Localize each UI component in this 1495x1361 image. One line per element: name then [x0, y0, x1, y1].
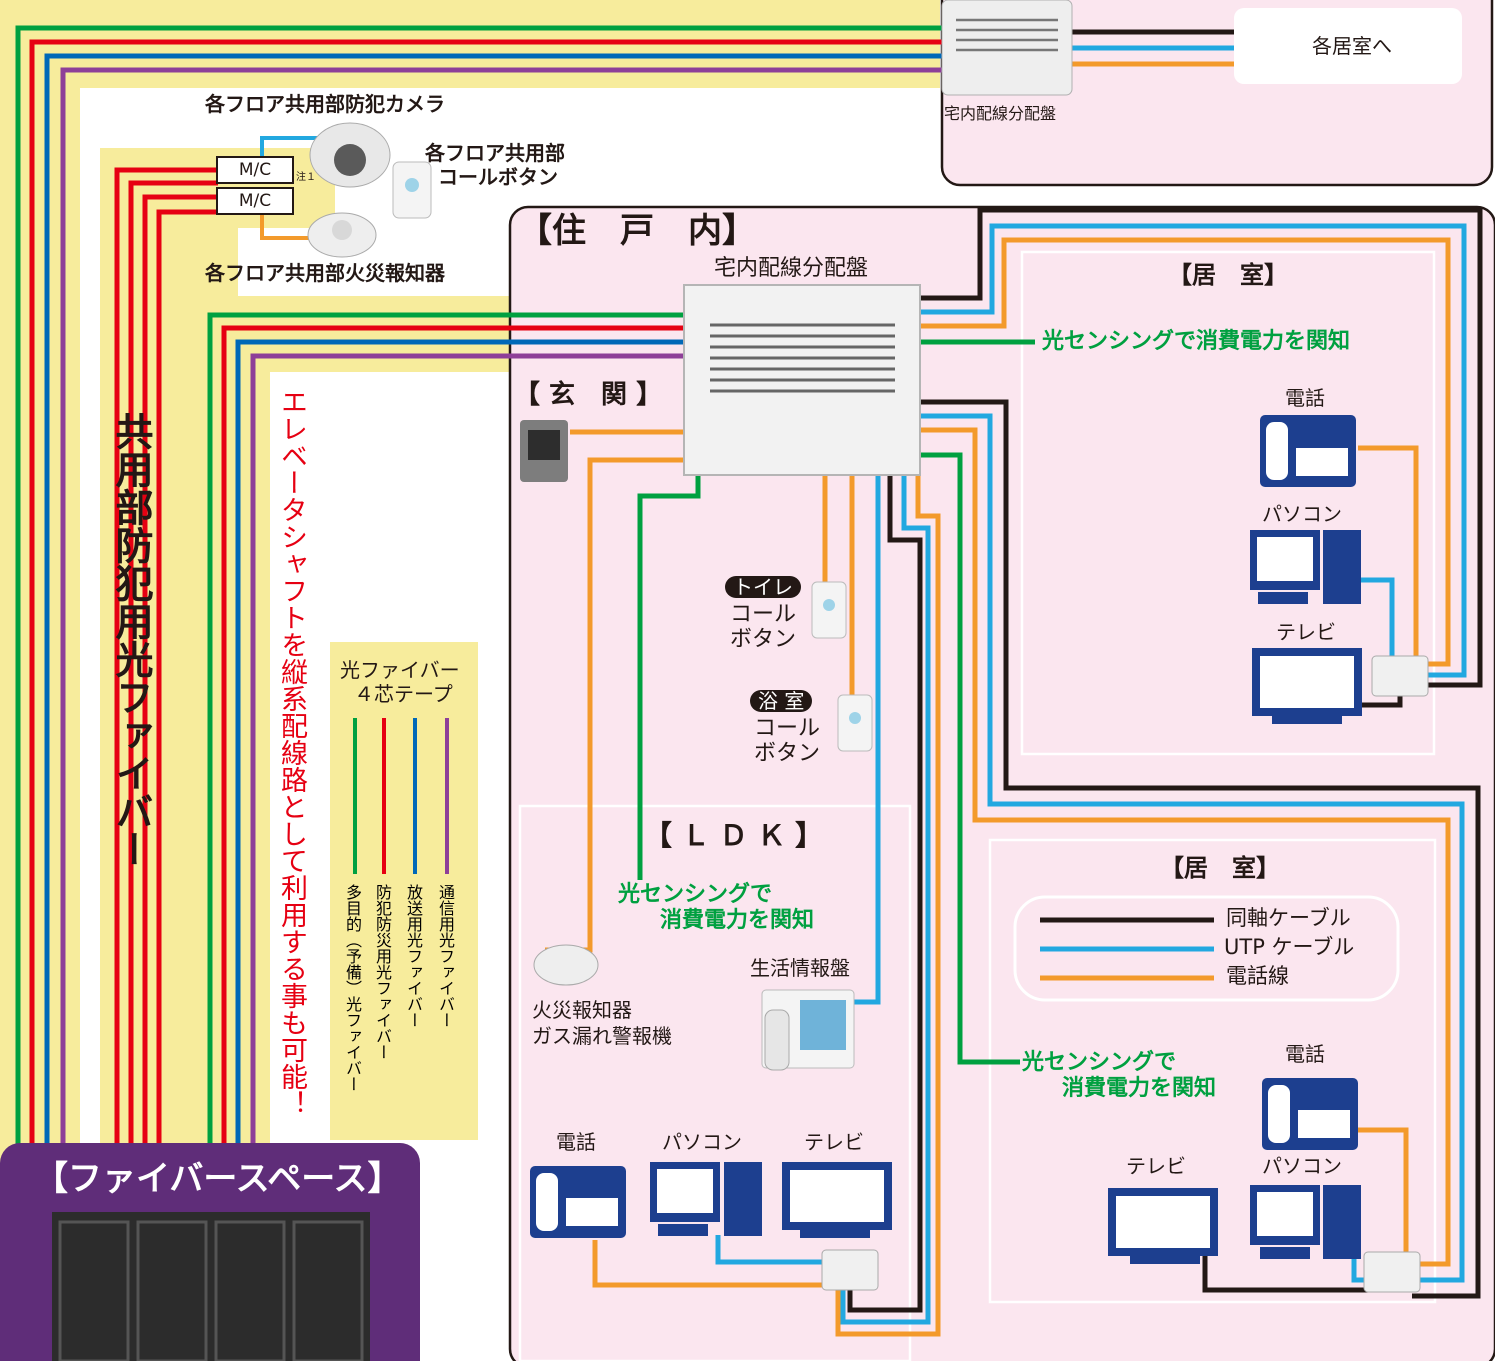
common-call-button-icon [393, 162, 431, 218]
media-converter-1: M/C [216, 156, 294, 184]
legend-phone: 電話線 [1226, 966, 1289, 987]
room1-outlet-icon [1372, 656, 1428, 696]
toilet-label-1: コール [730, 604, 796, 626]
each-room-label: 各居室へ [1312, 36, 1392, 56]
bath-tag: 浴 室 [750, 690, 812, 712]
tape-title-2: ４芯テープ [354, 684, 453, 704]
life-panel-label: 生活情報盤 [750, 958, 850, 978]
legend-coax: 同軸ケーブル [1226, 908, 1351, 929]
room2-phone-label: 電話 [1285, 1044, 1325, 1064]
main-distribution-panel [684, 285, 920, 475]
room1-title: 【居 室】 [1168, 263, 1288, 287]
top-distribution-panel [942, 0, 1072, 95]
room2-outlet-icon [1364, 1252, 1420, 1292]
dwelling-title: 【住 戸 内】 [518, 214, 756, 248]
tape-item-green: 多目的（予備）光ファイバー [344, 884, 360, 1092]
room1-phone-icon [1260, 415, 1356, 487]
ldk-pc-icon [650, 1162, 762, 1236]
room2-sensing-1: 光センシングで [1022, 1052, 1176, 1074]
room2-phone-icon [1262, 1078, 1358, 1150]
ldk-tv-label: テレビ [804, 1132, 864, 1152]
bath-label-1: コール [754, 718, 820, 740]
ldk-sensing-1: 光センシングで [618, 884, 772, 906]
fiber-space-title: 【ファイバースペース】 [34, 1162, 402, 1196]
ldk-sensing-2: 消費電力を関知 [660, 910, 814, 932]
tape-title-1: 光ファイバー [340, 660, 460, 680]
ldk-title: 【 Ｌ Ｄ Ｋ 】 [644, 822, 823, 850]
ldk-pc-label: パソコン [662, 1132, 742, 1152]
toilet-label-2: ボタン [730, 629, 796, 651]
room1-pc-label: パソコン [1262, 504, 1342, 524]
ldk-fire-label-1: 火災報知器 [532, 1000, 632, 1020]
room2-pc-icon [1250, 1185, 1361, 1259]
trunk-title: 共用部防犯用光ファイバー [112, 412, 150, 868]
intercom-icon [520, 420, 568, 482]
room2-sensing-2: 消費電力を関知 [1062, 1078, 1216, 1100]
life-panel-icon [762, 990, 854, 1070]
top-panel-label: 宅内配線分配盤 [944, 106, 1056, 122]
ldk-outlet-icon [822, 1250, 878, 1290]
ldk-phone-label: 電話 [556, 1132, 596, 1152]
common-fire-alarm-icon [308, 213, 376, 257]
entrance-title: 【 玄 関 】 [514, 382, 662, 408]
ldk-tv-icon [782, 1162, 892, 1238]
tape-item-purple: 通信用光ファイバー [437, 884, 453, 1028]
room1-pc-icon [1250, 530, 1361, 604]
room2-pc-label: パソコン [1262, 1156, 1342, 1176]
security-camera-icon [310, 123, 390, 187]
elevator-note: エレベータシャフトを縦系配線路として利用する事も可能！ [278, 388, 305, 1117]
room1-sensing: 光センシングで消費電力を関知 [1042, 331, 1350, 353]
room2-title: 【居 室】 [1160, 856, 1280, 880]
room1-tv-icon [1252, 648, 1362, 724]
ldk-fire-alarm-icon [534, 945, 598, 985]
tape-item-blue: 放送用光ファイバー [405, 884, 421, 1028]
room1-phone-label: 電話 [1285, 388, 1325, 408]
camera-label: 各フロア共用部防犯カメラ [205, 94, 445, 114]
room1-tv-label: テレビ [1276, 622, 1336, 642]
tape-item-red: 防犯防災用光ファイバー [374, 884, 390, 1060]
fire-alarm-label: 各フロア共用部火災報知器 [205, 263, 445, 283]
bath-label-2: ボタン [754, 743, 820, 765]
toilet-tag: トイレ [725, 576, 801, 598]
room2-tv-label: テレビ [1126, 1156, 1186, 1176]
media-converter-2: M/C [216, 187, 294, 215]
toilet-call-button-icon [812, 582, 846, 638]
legend-utp: UTP ケーブル [1224, 937, 1354, 958]
mc-note: 注１ [296, 173, 316, 183]
ldk-phone-icon [530, 1166, 626, 1238]
ldk-fire-label-2: ガス漏れ警報機 [532, 1026, 672, 1046]
bath-call-button-icon [838, 695, 872, 751]
call-button-label-2: コールボタン [438, 167, 558, 187]
room2-tv-icon [1108, 1188, 1218, 1264]
main-panel-label: 宅内配線分配盤 [714, 258, 868, 280]
call-button-label-1: 各フロア共用部 [425, 143, 565, 163]
